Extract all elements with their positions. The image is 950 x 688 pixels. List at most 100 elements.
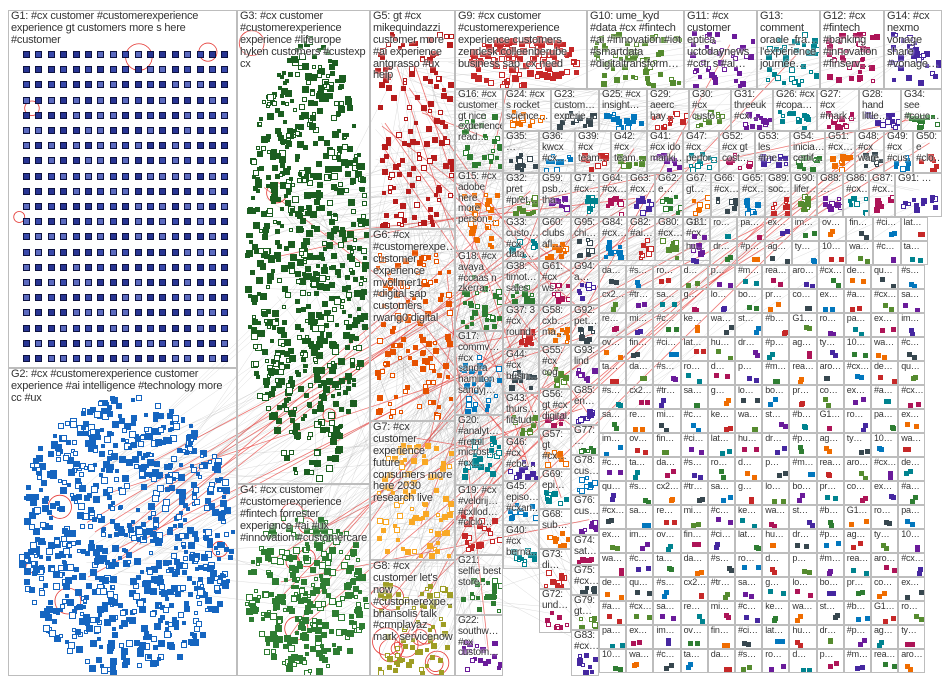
small-group[interactable]: ex…: [871, 313, 898, 337]
small-group[interactable]: g…: [681, 289, 708, 313]
small-group[interactable]: mi…: [681, 505, 708, 529]
small-group[interactable]: #cx…: [898, 385, 925, 409]
small-group[interactable]: pr…: [817, 481, 844, 505]
group-g67[interactable]: G67: gt…: [683, 173, 711, 217]
group-g14[interactable]: G14: #cx nexmo vonage share #vonage…: [884, 10, 942, 89]
group-g54[interactable]: G54: inicia… certif…: [790, 131, 825, 173]
small-group[interactable]: #p…: [789, 433, 816, 457]
group-g91[interactable]: G91: …: [895, 173, 942, 217]
small-group[interactable]: #s…: [898, 265, 925, 289]
small-group[interactable]: 10…: [819, 241, 846, 265]
small-group[interactable]: qu…: [898, 361, 925, 385]
group-g9[interactable]: G9: #cx customer #customerexperience exp…: [455, 10, 587, 89]
small-group[interactable]: #a…: [871, 385, 898, 409]
small-group[interactable]: p…: [735, 361, 762, 385]
small-group[interactable]: sa…: [626, 505, 653, 529]
group-g34[interactable]: G34: see #couc…: [901, 89, 942, 131]
small-group[interactable]: ro…: [871, 505, 898, 529]
group-g94[interactable]: G94: a…: [571, 261, 599, 305]
group-g74[interactable]: G74: sat…: [571, 535, 599, 565]
small-group[interactable]: pa…: [737, 217, 764, 241]
small-group[interactable]: #c…: [599, 457, 626, 481]
small-group[interactable]: co…: [789, 289, 816, 313]
small-group[interactable]: dr…: [762, 433, 789, 457]
small-group[interactable]: ex…: [898, 409, 925, 433]
group-g95[interactable]: G95: chi…: [571, 217, 599, 261]
small-group[interactable]: #ci…: [653, 337, 680, 361]
small-group[interactable]: lat…: [735, 529, 762, 553]
group-g90[interactable]: G90: lifer…: [791, 173, 817, 217]
group-g10[interactable]: G10: ume_kyd #data #cx #fintech #ai #inn…: [587, 10, 684, 89]
small-group[interactable]: d…: [681, 265, 708, 289]
small-group[interactable]: wa…: [898, 433, 925, 457]
small-group[interactable]: ov…: [653, 529, 680, 553]
small-group[interactable]: ro…: [844, 409, 871, 433]
group-g29[interactable]: G29: aeerc hay…: [647, 89, 689, 131]
small-group[interactable]: ex…: [871, 481, 898, 505]
group-g52[interactable]: G52: #cx gt cost…: [719, 131, 755, 173]
small-group[interactable]: #m…: [789, 457, 816, 481]
small-group[interactable]: #p…: [817, 529, 844, 553]
small-group[interactable]: pa…: [871, 409, 898, 433]
small-group[interactable]: #m…: [762, 361, 789, 385]
group-g40[interactable]: G40: #cx berna…: [503, 525, 539, 569]
group-g26[interactable]: G26: #cx #copa…: [773, 89, 817, 131]
group-g15[interactable]: G15: #cx adobe here more person…: [455, 171, 503, 251]
group-g21[interactable]: G21: selfie best store…: [455, 555, 503, 615]
group-g31[interactable]: G31: threeuk #cx…: [731, 89, 773, 131]
small-group[interactable]: mi…: [626, 313, 653, 337]
group-g93[interactable]: G93: lind: [571, 345, 599, 385]
small-group[interactable]: co…: [844, 481, 871, 505]
group-g82[interactable]: G82: #ai…: [627, 217, 655, 261]
group-g79[interactable]: G79: gt…: [571, 595, 599, 630]
small-group[interactable]: im…: [898, 313, 925, 337]
small-group[interactable]: bo…: [789, 481, 816, 505]
small-group[interactable]: im…: [626, 529, 653, 553]
small-group[interactable]: st…: [762, 409, 789, 433]
small-group[interactable]: #s…: [626, 481, 653, 505]
small-group[interactable]: d…: [735, 457, 762, 481]
small-group[interactable]: #cx…: [871, 289, 898, 313]
small-group[interactable]: #ci…: [681, 433, 708, 457]
group-g48[interactable]: G48: #cx ware…: [855, 131, 884, 173]
small-group[interactable]: 10…: [844, 337, 871, 361]
small-group[interactable]: pr…: [762, 289, 789, 313]
small-group[interactable]: ex…: [817, 289, 844, 313]
small-group[interactable]: #ci…: [708, 529, 735, 553]
small-group[interactable]: g…: [735, 481, 762, 505]
group-g36[interactable]: G36: kwcx #cx…: [539, 131, 575, 173]
small-group[interactable]: dr…: [735, 337, 762, 361]
small-group[interactable]: #b…: [817, 505, 844, 529]
small-group[interactable]: ag…: [844, 529, 871, 553]
group-g5[interactable]: G5: gt #cx mikequindazzi customer more #…: [370, 10, 455, 229]
small-group[interactable]: #cx…: [817, 265, 844, 289]
small-group[interactable]: #c…: [873, 241, 900, 265]
group-g13[interactable]: G13: comment oracle_fra… l'expérience jo…: [757, 10, 820, 89]
group-g2[interactable]: G2: #cx #customerexperience customer exp…: [8, 368, 237, 676]
group-g23[interactable]: G23: custom… experie…: [551, 89, 599, 131]
small-group[interactable]: #b…: [762, 313, 789, 337]
small-group[interactable]: #p…: [762, 337, 789, 361]
small-group[interactable]: wa…: [735, 409, 762, 433]
small-group[interactable]: p…: [762, 457, 789, 481]
small-group[interactable]: #tr…: [681, 481, 708, 505]
small-group[interactable]: ro…: [710, 217, 737, 241]
small-group[interactable]: fin…: [626, 337, 653, 361]
small-group[interactable]: ke…: [735, 505, 762, 529]
group-g78[interactable]: G78: cus…: [571, 455, 599, 495]
small-group[interactable]: qu…: [871, 265, 898, 289]
small-group[interactable]: st…: [735, 313, 762, 337]
group-g57[interactable]: G57: gt #cx…: [539, 429, 571, 469]
group-g8[interactable]: G8: #cx customer let's now #customerexpe…: [370, 560, 455, 676]
small-group[interactable]: #ci…: [873, 217, 900, 241]
small-group[interactable]: hu…: [762, 529, 789, 553]
small-group[interactable]: ex…: [599, 529, 626, 553]
group-g6[interactable]: G6: #cx #customerexpe… customer experien…: [370, 229, 455, 421]
group-g85[interactable]: G85: en…: [571, 385, 599, 425]
small-group[interactable]: #s…: [626, 265, 653, 289]
group-g25[interactable]: G25: #cx insight…: [599, 89, 647, 131]
small-group[interactable]: #c…: [708, 505, 735, 529]
group-g47[interactable]: G47: #cx perfor…: [683, 131, 719, 173]
small-group[interactable]: lo…: [735, 385, 762, 409]
small-group[interactable]: ro…: [817, 313, 844, 337]
